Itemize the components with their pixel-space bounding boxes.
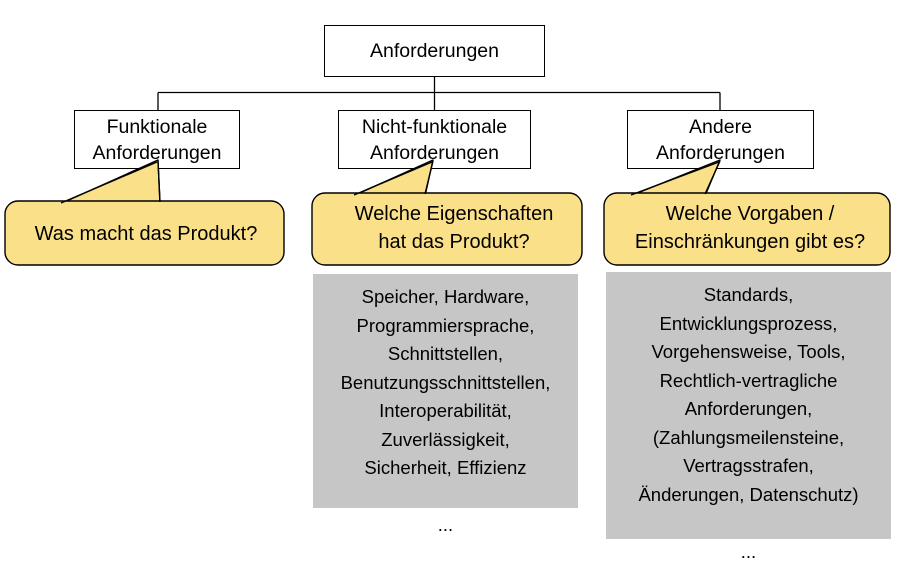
detail-list-andere: Standards, Entwicklungsprozess, Vorgehen… [606, 272, 891, 562]
node-nicht-funktionale-anforderungen-label: Nicht-funktionale Anforderungen [361, 115, 508, 164]
diagram-canvas: Anforderungen Funktionale Anforderungen … [0, 25, 898, 562]
node-anforderungen-label: Anforderungen [369, 40, 500, 62]
node-andere-anforderungen-label: Andere Anforderungen [655, 115, 786, 164]
callout-nicht-funktionale-text: Welche Eigenschaften hat das Produkt? [354, 203, 554, 253]
node-funktionale-anforderungen[interactable]: Funktionale Anforderungen [74, 110, 240, 169]
node-funktionale-anforderungen-label: Funktionale Anforderungen [92, 115, 222, 164]
node-anforderungen[interactable]: Anforderungen [324, 25, 545, 77]
callout-bubble-andere [603, 192, 891, 266]
detail-list-andere-text: Standards, Entwicklungsprozess, Vorgehen… [638, 284, 859, 562]
detail-list-nicht-funktionale: Speicher, Hardware, Programmiersprache, … [313, 274, 578, 535]
callout-funktionale-text: Was macht das Produkt? [34, 223, 258, 245]
callout-andere-text: Welche Vorgaben / Einschränkungen gibt e… [634, 203, 866, 253]
callout-bubble-nicht-funktionale [311, 192, 583, 266]
callout-bubble-funktionale [4, 200, 285, 266]
callout-nicht-funktionale[interactable]: Welche Eigenschaften hat das Produkt? [305, 159, 595, 270]
detail-list-nicht-funktionale-text: Speicher, Hardware, Programmiersprache, … [340, 286, 551, 535]
callout-funktionale[interactable]: Was macht das Produkt? [0, 159, 300, 270]
callout-andere[interactable]: Welche Vorgaben / Einschränkungen gibt e… [595, 159, 898, 270]
node-andere-anforderungen[interactable]: Andere Anforderungen [627, 110, 814, 169]
node-nicht-funktionale-anforderungen[interactable]: Nicht-funktionale Anforderungen [338, 110, 531, 169]
